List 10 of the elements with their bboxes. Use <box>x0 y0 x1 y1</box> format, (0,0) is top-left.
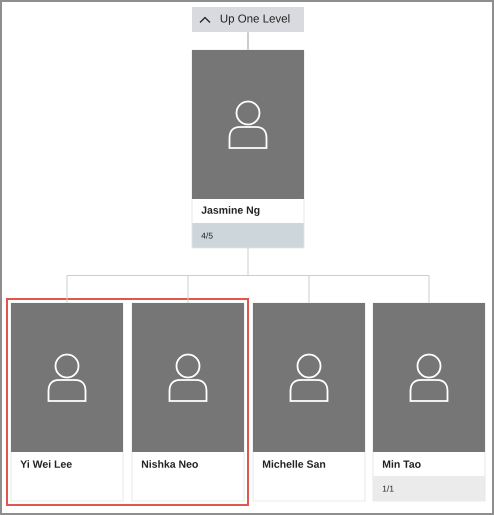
person-name: Min Tao <box>382 460 421 468</box>
person-name: Jasmine Ng <box>201 206 260 216</box>
person-name: Michelle San <box>262 460 326 468</box>
up-level-button: Up One Level <box>192 7 304 32</box>
selection-frame <box>6 298 249 506</box>
person-name: Yi Wei Lee <box>20 460 72 468</box>
person-name: Nishka Neo <box>142 460 198 468</box>
count-band: 4/5 <box>192 223 304 248</box>
count-band: 1/1 <box>373 476 485 501</box>
connector-line <box>248 248 430 304</box>
